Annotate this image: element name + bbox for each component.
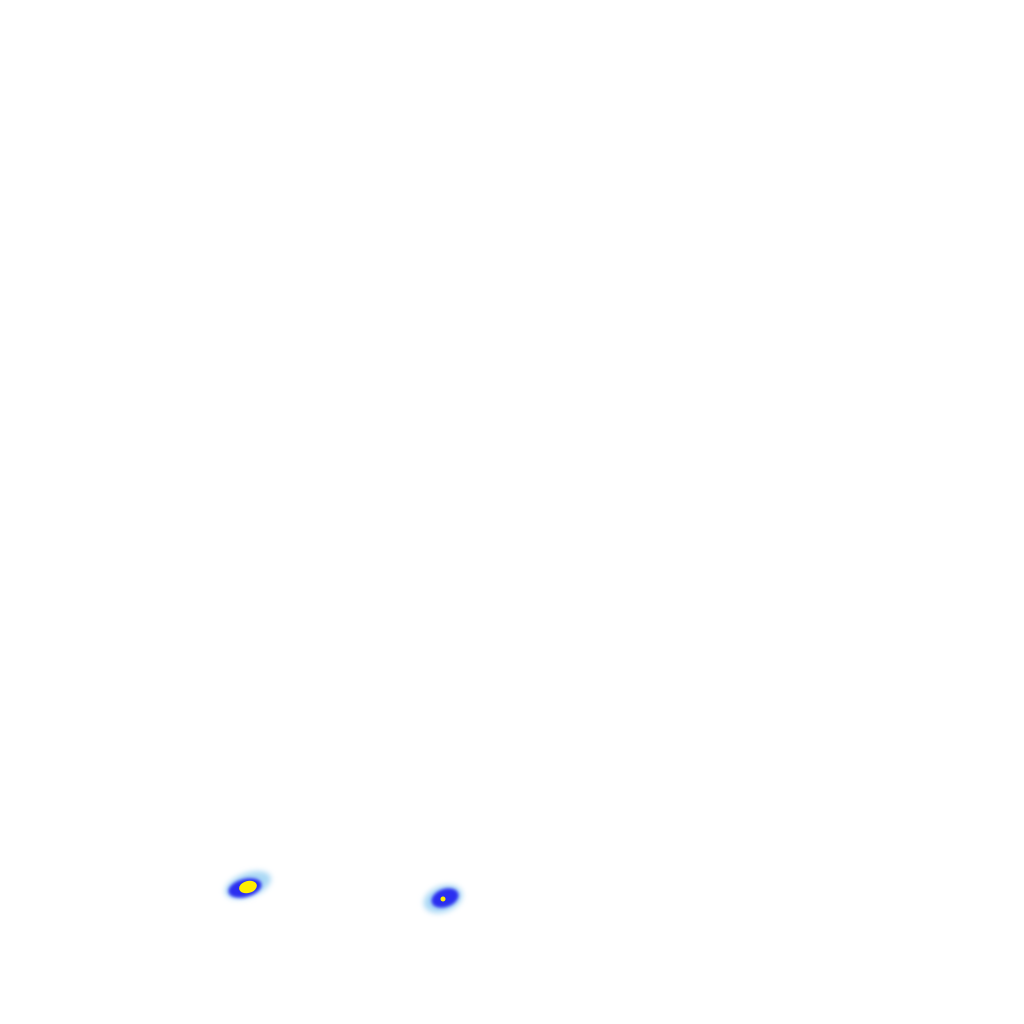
blob-core [239,880,257,894]
blob-core [440,896,446,902]
heat-blob-right [423,884,463,914]
heat-blob-left [225,871,271,899]
